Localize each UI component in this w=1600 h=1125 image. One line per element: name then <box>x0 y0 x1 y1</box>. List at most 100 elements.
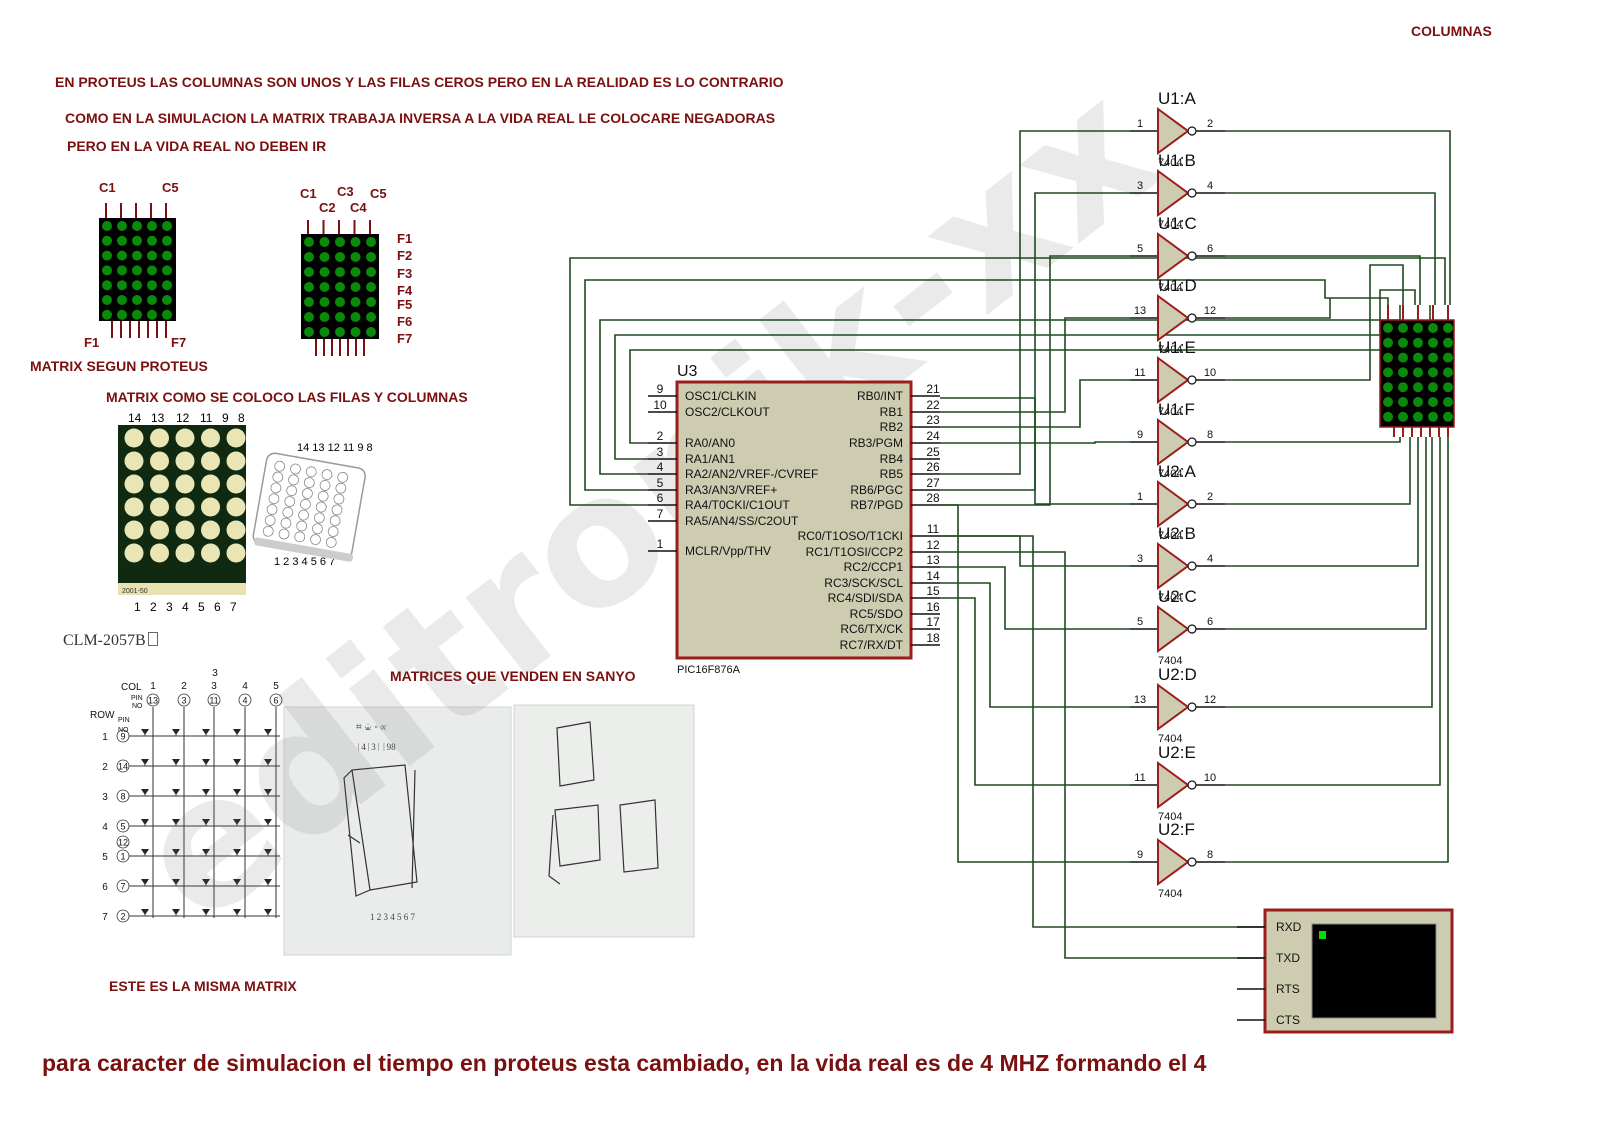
led-dot <box>319 480 331 491</box>
photo-pin: 8 <box>238 411 245 425</box>
sanyo-caption: MATRICES QUE VENDEN EN SANYO <box>390 668 636 684</box>
led-dot <box>150 474 169 494</box>
led-dot <box>1383 352 1393 363</box>
mcu-pin-name: RA0/AN0 <box>685 436 735 450</box>
mcu-pin-number: 26 <box>926 460 940 474</box>
led-dot <box>162 280 172 291</box>
led-dot <box>1398 337 1408 348</box>
led-dot <box>304 267 314 277</box>
matrix-proteus <box>99 203 176 338</box>
inverter-part: 7404 <box>1158 655 1182 667</box>
led-dot <box>313 512 325 524</box>
led-dot <box>304 252 314 262</box>
wire <box>940 551 1265 959</box>
terminal-pin-label: RTS <box>1276 982 1300 996</box>
wire <box>1225 437 1401 443</box>
part-number: CLM-2057B <box>63 632 158 650</box>
rot-row-f4: F4 <box>397 283 413 298</box>
led-dot <box>319 297 330 307</box>
led-dot <box>132 295 142 305</box>
led-dot <box>150 543 169 563</box>
inverter-ref: U1:C <box>1158 214 1197 233</box>
wire <box>1225 437 1411 505</box>
led-dot <box>325 536 337 548</box>
led-dot <box>366 327 376 337</box>
inverter-bubble <box>1187 857 1197 867</box>
led-dot <box>1413 367 1423 378</box>
mcu-pin-number: 22 <box>926 398 940 412</box>
led-dot <box>312 523 323 535</box>
led-dot <box>266 504 278 515</box>
led-dot <box>298 509 309 521</box>
wire <box>940 379 1130 428</box>
inverter-ref: U2:B <box>1158 524 1196 543</box>
led-dot <box>1413 382 1423 393</box>
inverter-output-pin: 2 <box>1207 491 1213 503</box>
led-dot <box>147 250 157 261</box>
photo-label: 2001-50 <box>122 588 148 595</box>
rot-col-c5: C5 <box>370 186 387 201</box>
led-dot <box>201 474 220 494</box>
terminal-pin-label: TXD <box>1276 951 1300 965</box>
wire <box>599 305 1401 475</box>
datasheet-row-number: 4 <box>102 822 108 833</box>
inverter-output-pin: 10 <box>1204 772 1216 784</box>
led-dot <box>1443 411 1453 422</box>
led-dot <box>319 252 330 262</box>
wire <box>940 397 1130 505</box>
led-dot <box>1413 337 1423 348</box>
led-dot <box>1413 397 1423 407</box>
mcu-pin-name: RA5/AN4/SS/C2OUT <box>685 514 799 528</box>
photo-pin: 12 <box>176 411 190 425</box>
wire <box>940 535 1265 928</box>
columnas-label: COLUMNAS <box>1411 23 1492 39</box>
led-dot <box>333 493 345 505</box>
led-dot <box>304 237 314 247</box>
led-dot <box>124 451 144 471</box>
photo-pin: 7 <box>230 600 237 614</box>
datasheet-row-pin: 14 <box>118 762 128 772</box>
led-dot <box>226 474 246 494</box>
led-dot <box>1383 397 1393 407</box>
mcu-pin-number: 3 <box>657 445 664 459</box>
rot-row-f3: F3 <box>397 266 413 281</box>
led-dot <box>102 309 112 320</box>
wire <box>940 582 1130 708</box>
matrix-proteus-caption: MATRIX SEGUN PROTEUS <box>30 358 208 374</box>
inverter-part: 7404 <box>1158 592 1182 604</box>
led-dot <box>304 282 314 292</box>
matrix-rotated <box>301 220 379 356</box>
mcu-pin-name: RB5 <box>880 467 904 481</box>
led-dot <box>226 428 246 448</box>
led-dot <box>102 221 112 231</box>
led-dot <box>102 235 112 246</box>
mcu-pin-number: 18 <box>926 631 940 645</box>
inverter-part: 7404 <box>1158 282 1182 294</box>
led-dot <box>1383 337 1393 348</box>
inverter-ref: U1:D <box>1158 276 1197 295</box>
datasheet-col-number: 5 <box>273 681 279 692</box>
photo-pin: 1 <box>134 600 141 614</box>
led-dot <box>117 295 127 305</box>
datasheet-row-pin: 2 <box>120 912 125 922</box>
led-dot <box>1398 397 1408 407</box>
led-dot <box>284 496 296 507</box>
inverter-input-pin: 1 <box>1137 491 1143 503</box>
led-dot <box>294 531 306 543</box>
led-dot <box>327 526 339 537</box>
led-dot <box>304 312 314 322</box>
led-dot <box>319 282 330 292</box>
led-dot <box>286 485 298 497</box>
matrix-placed-caption: MATRIX COMO SE COLOCO LAS FILAS Y COLUMN… <box>106 389 468 405</box>
rot-row-f5: F5 <box>397 297 413 312</box>
datasheet-row-number: 2 <box>102 762 108 773</box>
mcu-part: PIC16F876A <box>677 664 741 676</box>
wire <box>584 279 1389 491</box>
datasheet-col-number: 1 <box>150 681 156 692</box>
led-dot <box>335 237 345 247</box>
led-dot <box>175 497 195 517</box>
rot-row-f6: F6 <box>397 314 413 329</box>
led-dot <box>290 463 301 475</box>
